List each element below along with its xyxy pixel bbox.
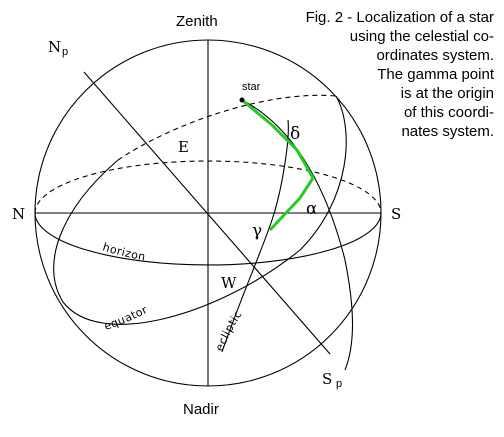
- right-ascension-path: [268, 177, 315, 232]
- right-ascension-label: α: [306, 199, 318, 219]
- caption-line-7: nates system.: [401, 123, 494, 140]
- caption-line-3: ordinates system.: [376, 47, 494, 64]
- star-label: star: [242, 81, 261, 93]
- star-point: [239, 97, 245, 103]
- equator-label-path: equator: [102, 303, 149, 333]
- caption-line-2: using the celestial co-: [350, 28, 494, 45]
- equator-front-arc: [53, 159, 119, 303]
- equator-back-arc: [117, 94, 337, 161]
- north-pole-letter: N: [48, 38, 61, 56]
- caption-line-6: of this coordi-: [404, 104, 494, 121]
- nadir-label: Nadir: [183, 401, 219, 418]
- east-label: E: [178, 138, 189, 156]
- hour-circle-arc: [241, 99, 353, 371]
- ecliptic-arc: [221, 119, 289, 353]
- horizon-label: horizon: [101, 240, 147, 263]
- north-pole-subscript: p: [62, 46, 68, 58]
- caption-line-5: is at the origin: [401, 85, 494, 102]
- equator-label: equator: [102, 303, 149, 333]
- declination-path: [241, 98, 315, 179]
- south-pole-label: S p: [322, 370, 342, 390]
- south-pole-letter: S: [322, 370, 332, 388]
- west-label: W: [221, 274, 237, 292]
- gamma-point-label: γ: [252, 221, 262, 241]
- south-pole-subscript: p: [336, 378, 342, 390]
- ecliptic-label: ecliptic: [213, 308, 245, 353]
- zenith-label: Zenith: [176, 13, 218, 30]
- caption-line-4: The gamma point: [377, 66, 495, 83]
- north-label: N: [12, 205, 25, 223]
- north-pole-label: N p: [48, 38, 68, 58]
- figure-caption: Fig. 2 - Localization of a star using th…: [306, 9, 495, 140]
- horizon-label-path: horizon: [101, 240, 146, 263]
- equator-front-arc-lower: [62, 95, 347, 325]
- ecliptic-label-path: ecliptic: [213, 308, 244, 353]
- south-label: S: [391, 205, 401, 223]
- celestial-axis-line: [83, 71, 331, 355]
- caption-line-1: Fig. 2 - Localization of a star: [306, 9, 494, 26]
- declination-label: δ: [290, 124, 300, 144]
